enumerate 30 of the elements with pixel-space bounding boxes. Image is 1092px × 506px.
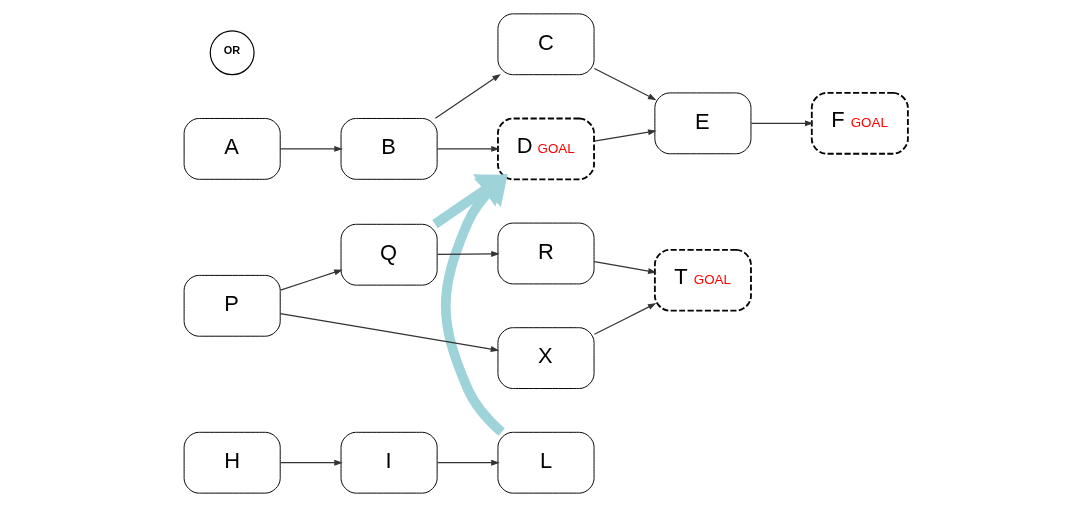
node-circle: OR	[209, 29, 255, 75]
arrow	[593, 302, 657, 335]
arrow	[279, 459, 343, 466]
arrow	[434, 73, 501, 119]
node-box: F GOAL	[810, 91, 909, 155]
arrow	[279, 269, 343, 291]
node-box: E	[654, 91, 752, 154]
node-box: I	[340, 431, 438, 494]
arrow	[436, 145, 500, 152]
node-box: H	[183, 431, 281, 494]
node-box: T GOAL	[653, 248, 752, 312]
node-box: L	[497, 431, 595, 494]
node-box: X	[497, 326, 595, 389]
arrow	[279, 312, 500, 352]
node-box: C	[497, 12, 595, 75]
node-box: Q	[340, 223, 438, 286]
node-box: R	[497, 222, 595, 284]
arrow	[436, 250, 500, 257]
arrow	[593, 128, 657, 142]
arrow	[436, 459, 500, 466]
node-box: B	[340, 117, 438, 180]
arrow	[750, 119, 814, 126]
arrow	[593, 67, 657, 100]
arrow	[593, 260, 657, 274]
arrow	[279, 145, 343, 152]
node-box: D GOAL	[497, 117, 595, 180]
node-box: A	[183, 117, 281, 180]
arrow	[432, 173, 508, 228]
arrow	[440, 173, 508, 436]
node-box: P	[183, 274, 281, 337]
